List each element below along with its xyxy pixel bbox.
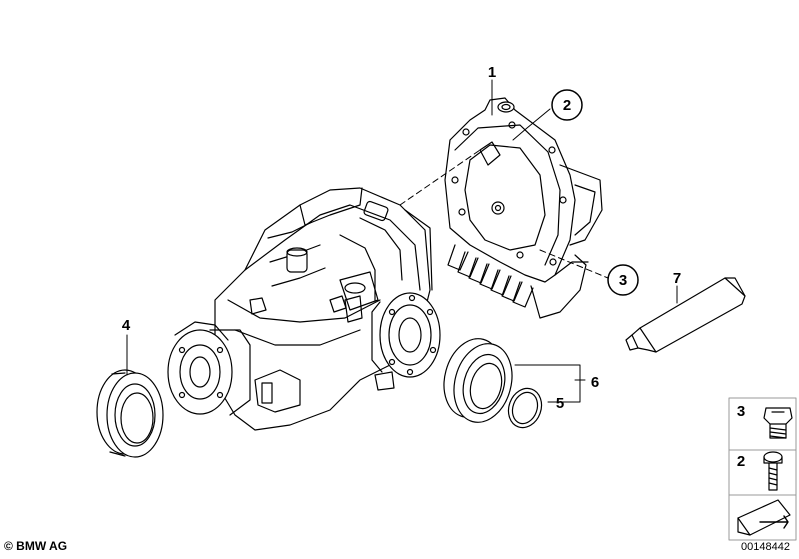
callout-circle-3 (607, 264, 639, 296)
rear-cover (444, 97, 603, 319)
screw-plug-icon (763, 407, 793, 439)
leader-lines (126, 79, 678, 403)
legend-label-top: 3 (737, 403, 745, 420)
callout-label-3: 3 (619, 272, 627, 289)
callout-label-2: 2 (563, 97, 571, 114)
callout-label-6: 6 (591, 374, 599, 391)
cover-arrow-icon (737, 499, 791, 536)
radial-seal-left (96, 369, 164, 458)
callout-circle-2 (551, 89, 583, 121)
o-ring (507, 387, 543, 429)
document-number: 00148442 (741, 541, 790, 553)
sealant-tube (625, 277, 746, 353)
copyright-text: © BMW AG (4, 539, 68, 553)
callout-label-5: 5 (556, 395, 564, 412)
bolt-icon (763, 451, 783, 491)
radial-seal-right (443, 338, 513, 423)
callout-label-1: 1 (488, 64, 496, 81)
callout-label-7: 7 (673, 270, 681, 287)
callout-label-4: 4 (122, 317, 131, 334)
legend-label-bottom: 2 (737, 453, 745, 470)
differential-housing (167, 187, 441, 431)
